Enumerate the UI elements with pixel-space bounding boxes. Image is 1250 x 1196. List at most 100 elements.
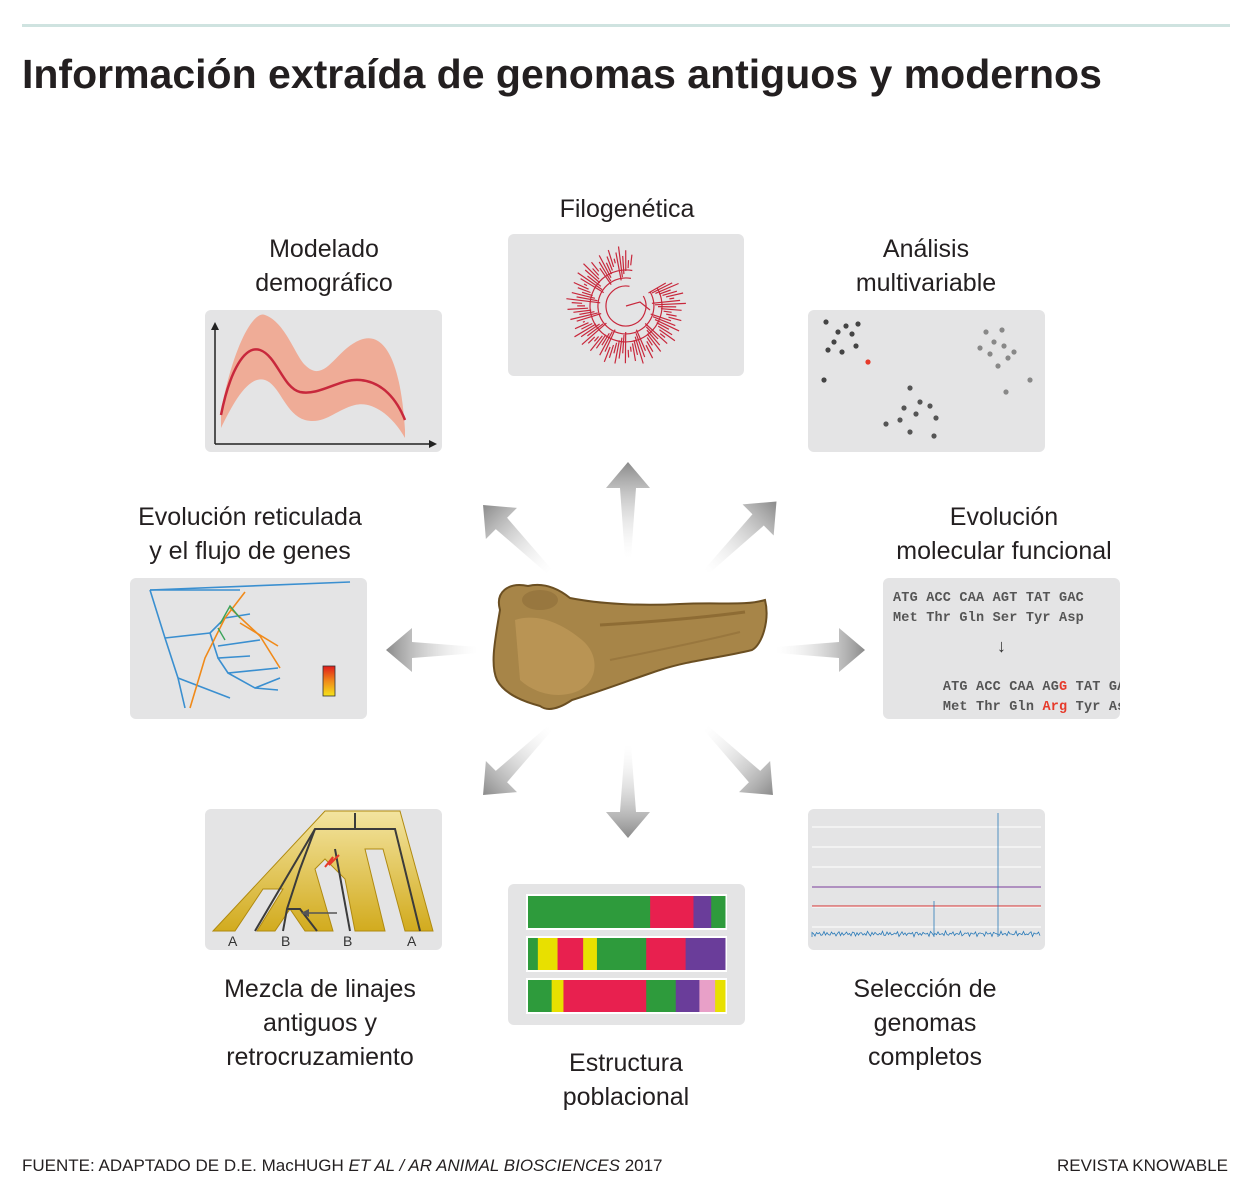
down-arrow-icon: ↓ — [996, 638, 1007, 658]
structure-segment — [646, 938, 687, 970]
structure-segment — [528, 896, 651, 928]
codon-prefix: ATG ACC CAA AG — [942, 680, 1060, 695]
scatter-dot — [995, 363, 1001, 369]
scatter-dot — [835, 329, 841, 335]
label-line: demográfico — [255, 269, 393, 297]
scatter-dot — [831, 339, 837, 345]
scatter-dot — [977, 345, 983, 351]
scatter-dot — [991, 339, 997, 345]
genome-scan-image — [811, 813, 1041, 938]
codon-suffix: TAT GAC — [1075, 680, 1120, 695]
tip-label: B — [281, 933, 290, 949]
scatter-dot — [933, 415, 939, 421]
label-line: antiguos y — [263, 1009, 377, 1037]
label-line: Análisis — [882, 235, 970, 263]
arrow-icon — [483, 725, 553, 795]
tree-root — [625, 301, 651, 311]
tree-arc — [597, 277, 655, 335]
scatter-dot — [849, 331, 855, 337]
arrow-icon — [606, 745, 650, 838]
scatter-dot — [931, 433, 937, 439]
top-rule — [22, 24, 1230, 27]
panel-multivariable — [808, 310, 1045, 452]
structure-segment — [699, 980, 716, 1012]
scatter-dot — [1011, 349, 1017, 355]
structure-segment — [596, 938, 647, 970]
scatter-dot — [917, 399, 923, 405]
tip-label: B — [343, 933, 352, 949]
scatter-dot — [883, 421, 889, 427]
tip-label: A — [228, 933, 238, 949]
scatter-dot — [987, 351, 993, 357]
structure-segment — [557, 938, 584, 970]
label-line: Evolución reticulada — [138, 503, 362, 531]
label-line: Selección de — [853, 975, 997, 1003]
structure-segment — [563, 980, 647, 1012]
scatter-dot — [825, 347, 831, 353]
structure-segment — [528, 938, 539, 970]
label-line: y el flujo de genes — [149, 537, 351, 565]
admixture-tree-image: A B B A — [211, 810, 434, 949]
scatter-dot — [999, 327, 1005, 333]
structure-segment — [583, 938, 598, 970]
structure-segment — [715, 980, 726, 1012]
structure-segment — [650, 896, 694, 928]
dna-sequence-block: ATG ACC CAA AGT TAT GAC Met Thr Gln Ser … — [883, 578, 1120, 719]
aminoacid-row-original: Met Thr Gln Ser Tyr Asp — [893, 611, 1084, 626]
label-line: poblacional — [562, 1083, 690, 1111]
scatter-dot — [855, 321, 861, 327]
label-line: completos — [868, 1043, 982, 1071]
structure-segment — [685, 938, 726, 970]
panel-filogenetica — [508, 234, 744, 376]
scatter-dot — [821, 377, 827, 383]
scatter-dot — [843, 323, 849, 329]
label-molecular: Evolución molecular funcional — [860, 500, 1148, 568]
label-mezcla: Mezcla de linajes antiguos y retrocruzam… — [185, 972, 455, 1074]
scatter-dot — [1003, 389, 1009, 395]
demographic-curve-image — [211, 314, 437, 448]
label-line: Modelado — [269, 235, 379, 263]
scatter-dot — [853, 343, 859, 349]
tree-branches — [566, 246, 686, 364]
scatter-dot — [907, 385, 913, 391]
scatter-dot — [897, 417, 903, 423]
source-prefix: FUENTE: ADAPTADO DE D.E. MacHUGH — [22, 1156, 349, 1175]
label-line: retrocruzamiento — [226, 1043, 414, 1071]
structure-segment — [528, 980, 553, 1012]
aminoacid-suffix: Tyr Asp — [1075, 700, 1120, 715]
structure-segment — [646, 980, 677, 1012]
scatter-plot-image — [821, 319, 1033, 439]
publisher-credit: REVISTA KNOWABLE — [1057, 1156, 1228, 1175]
panel-modelado — [205, 310, 442, 452]
scatter-dot — [1001, 343, 1007, 349]
scatter-dot — [839, 349, 845, 355]
mutated-base: G — [1059, 680, 1068, 695]
label-line: Filogenética — [559, 195, 695, 223]
scatter-dot — [823, 319, 829, 325]
codon-row-mutated: ATG ACC CAA AGG TAT GAC — [893, 665, 1120, 710]
structure-segment — [711, 896, 726, 928]
panel-mezcla: A B B A — [205, 809, 442, 950]
scatter-dot — [901, 405, 907, 411]
panel-estructura — [508, 884, 745, 1025]
page-title: Información extraída de genomas antiguos… — [22, 51, 1102, 97]
scatter-dot — [913, 411, 919, 417]
panel-reticulada — [130, 578, 367, 719]
arrow-icon — [483, 505, 553, 575]
label-filogenetica: Filogenética — [510, 192, 744, 226]
source-credit: FUENTE: ADAPTADO DE D.E. MacHUGH ET AL /… — [22, 1156, 663, 1176]
scatter-dot — [907, 429, 913, 435]
scatter-dot — [865, 359, 871, 365]
structure-segment — [675, 980, 700, 1012]
structure-segment — [693, 896, 712, 928]
scatter-dot — [927, 403, 933, 409]
arrow-icon — [386, 628, 478, 672]
structure-segment — [551, 980, 564, 1012]
circular-tree-image — [566, 246, 686, 364]
signal-trace — [811, 929, 1041, 938]
label-line: genomas — [873, 1009, 977, 1037]
label-line: multivariable — [855, 269, 997, 297]
label-line: molecular funcional — [896, 537, 1112, 565]
